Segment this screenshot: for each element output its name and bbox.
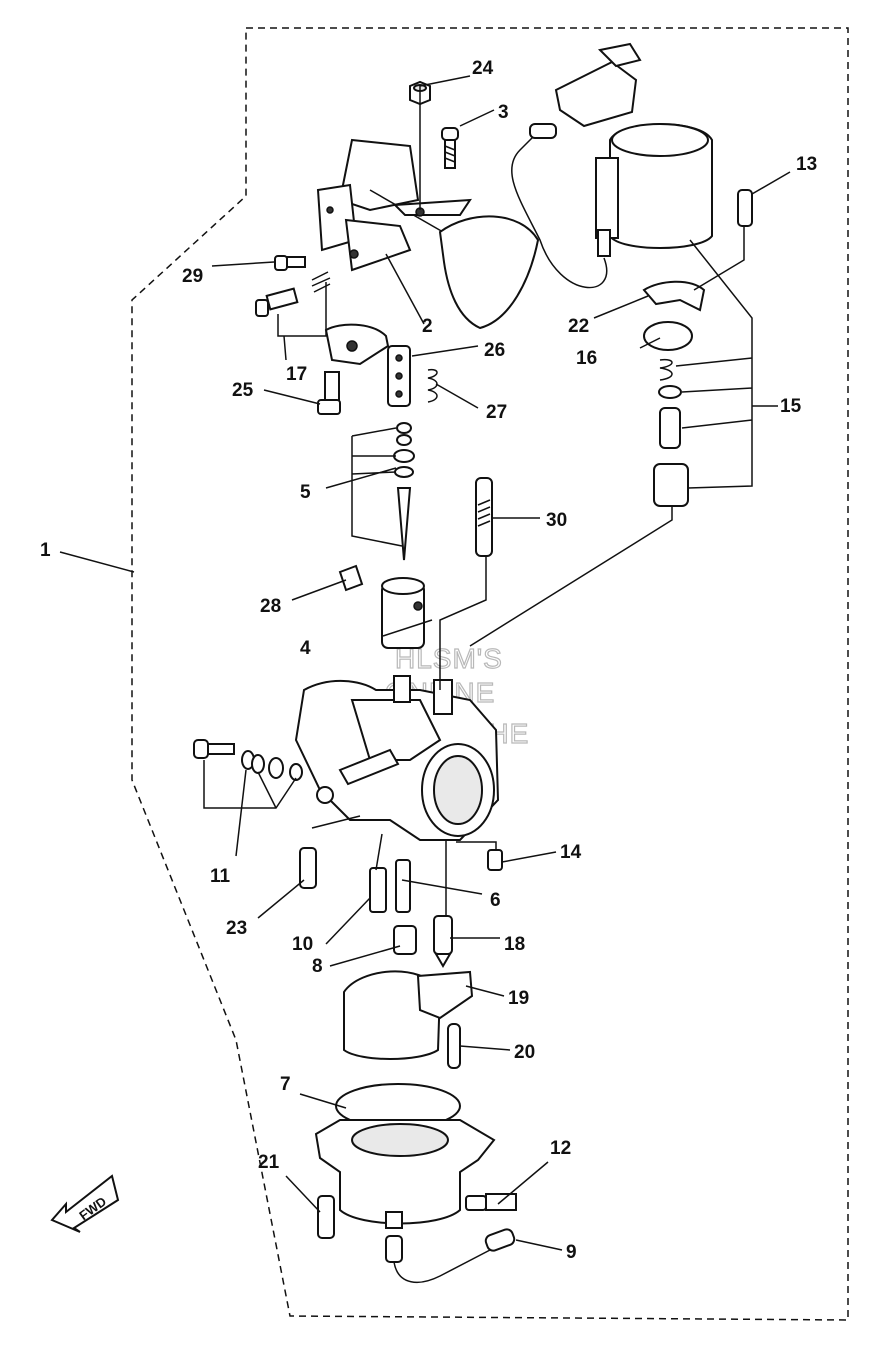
pin-part-20 — [447, 1023, 461, 1069]
part-label-6: 6 — [490, 890, 501, 911]
part-label-28: 28 — [260, 596, 281, 617]
part-label-16: 16 — [576, 348, 597, 369]
screw-part-29 — [274, 255, 306, 271]
part-label-11: 11 — [210, 866, 231, 887]
part-label-9: 9 — [566, 1242, 577, 1263]
hose-part-9 — [385, 1228, 516, 1283]
solenoid-and-connector — [511, 42, 713, 289]
bracket-part-22 — [642, 280, 706, 312]
part-label-2: 2 — [422, 316, 433, 337]
leader-lines — [59, 75, 791, 1251]
jet-part-10 — [369, 867, 387, 913]
part-label-17: 17 — [286, 364, 307, 385]
part-label-4: 4 — [300, 638, 311, 659]
part-label-13: 13 — [796, 154, 817, 175]
part-label-10: 10 — [292, 934, 313, 955]
part-label-29: 29 — [182, 266, 203, 287]
screw-part-3 — [441, 127, 459, 169]
spring-part-27 — [427, 368, 438, 403]
part-label-15: 15 — [780, 396, 802, 417]
screw-part-14 — [487, 849, 503, 871]
pin-part-30 — [475, 477, 493, 557]
pilot-screw-part-11 — [193, 739, 303, 781]
part-label-21: 21 — [258, 1152, 280, 1173]
assembly-boundary — [131, 27, 849, 1321]
part-label-12: 12 — [550, 1138, 571, 1159]
main-jet-part-8 — [393, 925, 417, 955]
screw-part-25 — [317, 371, 341, 415]
part-label-18: 18 — [504, 934, 525, 955]
part-label-26: 26 — [484, 340, 505, 361]
screw-part-13 — [737, 189, 753, 227]
part-label-27: 27 — [486, 402, 507, 423]
part-label-5: 5 — [300, 482, 311, 503]
part-label-19: 19 — [508, 988, 529, 1009]
part-label-30: 30 — [546, 510, 567, 531]
part-label-7: 7 — [280, 1074, 291, 1095]
part-label-3: 3 — [498, 102, 509, 123]
screw-part-21 — [317, 1195, 335, 1239]
float-chamber-part-7 — [314, 1083, 496, 1229]
screw-part-23 — [299, 847, 317, 889]
part-label-14: 14 — [560, 842, 582, 863]
plug-part-28 — [338, 564, 364, 592]
throttle-lever-part-2 — [316, 138, 540, 330]
needle-jet-part-6 — [395, 859, 411, 913]
throttle-valve-part-4 — [381, 577, 425, 649]
part-label-24: 24 — [472, 58, 494, 79]
part-label-20: 20 — [514, 1042, 535, 1063]
part-label-22: 22 — [568, 316, 589, 337]
part-label-25: 25 — [232, 380, 254, 401]
fwd-arrow-icon: FWD — [50, 1174, 120, 1233]
screw-spring-part-17 — [255, 271, 331, 317]
drain-screw-part-12 — [465, 1193, 517, 1211]
float-needle-part-18 — [433, 915, 453, 968]
link-part-26 — [324, 323, 411, 407]
part-label-8: 8 — [312, 956, 323, 977]
o-ring-part-16 — [643, 321, 693, 351]
part-label-1: 1 — [40, 540, 51, 561]
float-part-19 — [343, 970, 474, 1060]
plunger-part-15 — [653, 358, 689, 507]
carburetor-body — [294, 675, 500, 841]
part-label-23: 23 — [226, 918, 247, 939]
part-labels: 1 2 3 4 5 6 7 8 9 10 11 12 13 14 15 16 1… — [40, 58, 817, 1263]
parts — [193, 42, 753, 1283]
needle-part-5 — [393, 422, 415, 561]
